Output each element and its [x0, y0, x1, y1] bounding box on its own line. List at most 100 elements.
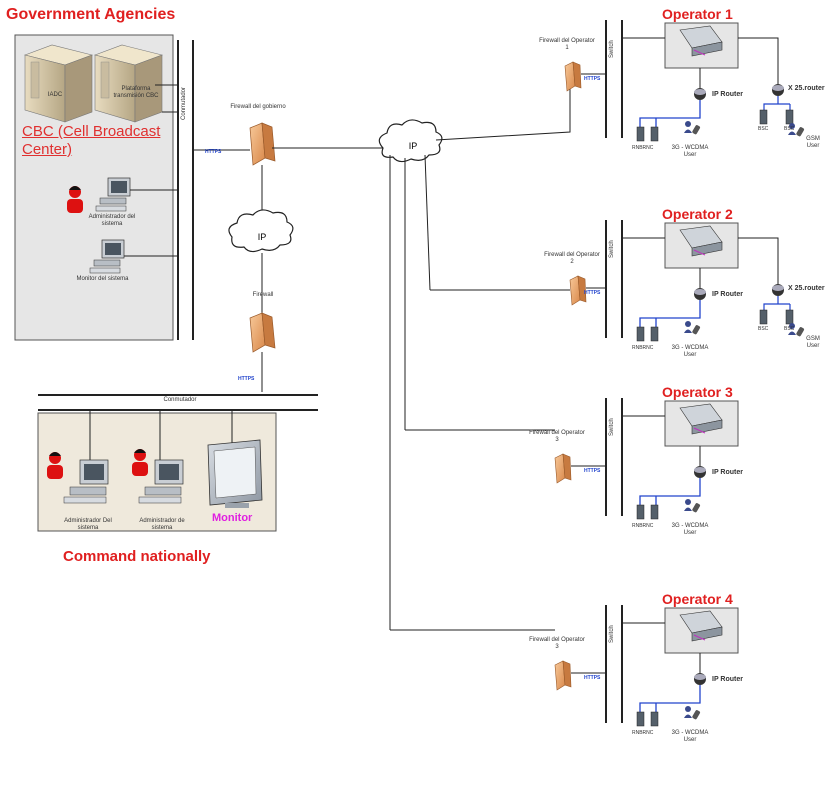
- rnc-tower-icon: [636, 326, 645, 342]
- ip-router-icon: [694, 288, 706, 300]
- firewall-gobierno-icon: [249, 122, 276, 166]
- operator-https-label: HTTPS: [584, 468, 601, 474]
- operator-3-group: [554, 398, 739, 520]
- ip-left-label: IP: [257, 232, 267, 242]
- operator-firewall-label: Firewall del Operator 1: [539, 38, 595, 51]
- command-switch-label: Conmutador: [163, 397, 197, 403]
- operator-1-group: [564, 20, 805, 142]
- gov-switch-label: Conmutador: [181, 86, 187, 120]
- operator-core-router-icon: [679, 25, 723, 57]
- operator-https-label: HTTPS: [584, 76, 601, 82]
- rnc-label: RNBRNC: [632, 730, 654, 736]
- command-admin1-computer-icon: [63, 459, 109, 504]
- wcdma-user-icon: [684, 321, 701, 335]
- firewall-label: Firewall: [252, 292, 274, 298]
- cbc-platform-server-icon: [93, 44, 164, 123]
- rnc-tower-icon: [636, 711, 645, 727]
- operator-firewall-icon: [564, 61, 582, 92]
- operator-title: Operator 2: [662, 206, 733, 222]
- cbc-label: CBC (Cell Broadcast Center): [22, 123, 161, 158]
- command-admin1-label: Administrador Del sistema: [64, 518, 112, 531]
- command-admin2-person-icon: [132, 449, 148, 476]
- bsc-tower-icon: [759, 309, 768, 325]
- government-title: Government Agencies: [6, 6, 176, 23]
- operator-firewall-icon: [554, 660, 572, 691]
- operator-firewall-icon: [554, 453, 572, 484]
- rnc-tower-icon: [650, 326, 659, 342]
- ip-router-icon: [694, 88, 706, 100]
- iadc-server-icon: [23, 44, 94, 123]
- ip-router-label: IP Router: [712, 291, 743, 298]
- x25-router-label: X 25.router: [788, 285, 825, 292]
- wcdma-user-icon: [684, 706, 701, 720]
- rnc-tower-icon: [636, 126, 645, 142]
- ip-cloud-left-icon: [228, 209, 294, 253]
- operator-https-label: HTTPS: [584, 675, 601, 681]
- bsc-tower-icon: [785, 309, 794, 325]
- operator-core-router-icon: [679, 225, 723, 257]
- operator-https-label: HTTPS: [584, 290, 601, 296]
- wcdma-user-label: 3G - WCDMA User: [671, 523, 709, 536]
- ip-router-label: IP Router: [712, 91, 743, 98]
- operator-2-group: [569, 220, 805, 342]
- command-monitor-label: Monitor: [212, 512, 253, 524]
- operator-switch-label: Switch: [609, 40, 615, 58]
- x25-router-icon: [772, 84, 784, 96]
- wcdma-user-icon: [684, 121, 701, 135]
- x25-router-label: X 25.router: [788, 85, 825, 92]
- https-gov-label: HTTPS: [205, 149, 222, 155]
- rnc-label: RNBRNC: [632, 145, 654, 151]
- ip-router-icon: [694, 673, 706, 685]
- bsc1-label: BSC: [758, 326, 769, 332]
- x25-router-icon: [772, 284, 784, 296]
- rnc-tower-icon: [650, 711, 659, 727]
- operator-firewall-label: Firewall del Operator 2: [544, 252, 600, 265]
- rnc-tower-icon: [650, 126, 659, 142]
- gsm-user-label: GSM User: [806, 336, 820, 349]
- operator-4-group: [554, 605, 739, 727]
- operator-title: Operator 3: [662, 384, 733, 400]
- iadc-label: IADC: [47, 92, 63, 98]
- ip-router-icon: [694, 466, 706, 478]
- https-firewall-label: HTTPS: [238, 376, 255, 382]
- bsc2-label: BSC: [784, 326, 795, 332]
- command-admin2-label: Administrador de sistema: [139, 518, 185, 531]
- bsc2-label: BSC: [784, 126, 795, 132]
- command-title: Command nationally: [63, 548, 211, 565]
- ip-router-label: IP Router: [712, 676, 743, 683]
- wcdma-user-label: 3G - WCDMA User: [671, 145, 709, 158]
- admin-computer-icon: [95, 177, 131, 212]
- operator-switch-label: Switch: [609, 418, 615, 436]
- wcdma-user-icon: [684, 499, 701, 513]
- ip-router-label: IP Router: [712, 469, 743, 476]
- bsc-tower-icon: [785, 109, 794, 125]
- operator-core-router-icon: [679, 610, 723, 642]
- rnc-tower-icon: [636, 504, 645, 520]
- monitor-label: Monitor del sistema: [76, 276, 129, 282]
- command-monitor-icon: [207, 439, 263, 508]
- command-admin2-computer-icon: [138, 459, 184, 504]
- firewall-icon: [249, 312, 276, 353]
- ip-cloud-center-icon: [378, 119, 443, 163]
- cbc-platform-label: Plataforma transmisión CBC: [113, 86, 159, 99]
- operator-title: Operator 4: [662, 591, 733, 607]
- command-admin1-person-icon: [47, 452, 63, 479]
- bsc-tower-icon: [759, 109, 768, 125]
- operator-firewall-label: Firewall del Operator 3: [529, 430, 585, 443]
- wcdma-user-label: 3G - WCDMA User: [671, 730, 709, 743]
- operator-switch-label: Switch: [609, 240, 615, 258]
- gsm-user-label: GSM User: [806, 136, 820, 149]
- admin-label: Administrador del sistema: [88, 214, 136, 227]
- ip-center-label: IP: [408, 141, 418, 151]
- bsc1-label: BSC: [758, 126, 769, 132]
- gsm-user-icon: [788, 123, 805, 137]
- firewall-gobierno-label: Firewall del gobierno: [230, 104, 286, 110]
- operator-switch-label: Switch: [609, 625, 615, 643]
- rnc-label: RNBRNC: [632, 523, 654, 529]
- monitor-computer-icon: [89, 239, 125, 274]
- operator-title: Operator 1: [662, 6, 733, 22]
- gsm-user-icon: [788, 323, 805, 337]
- wcdma-user-label: 3G - WCDMA User: [671, 345, 709, 358]
